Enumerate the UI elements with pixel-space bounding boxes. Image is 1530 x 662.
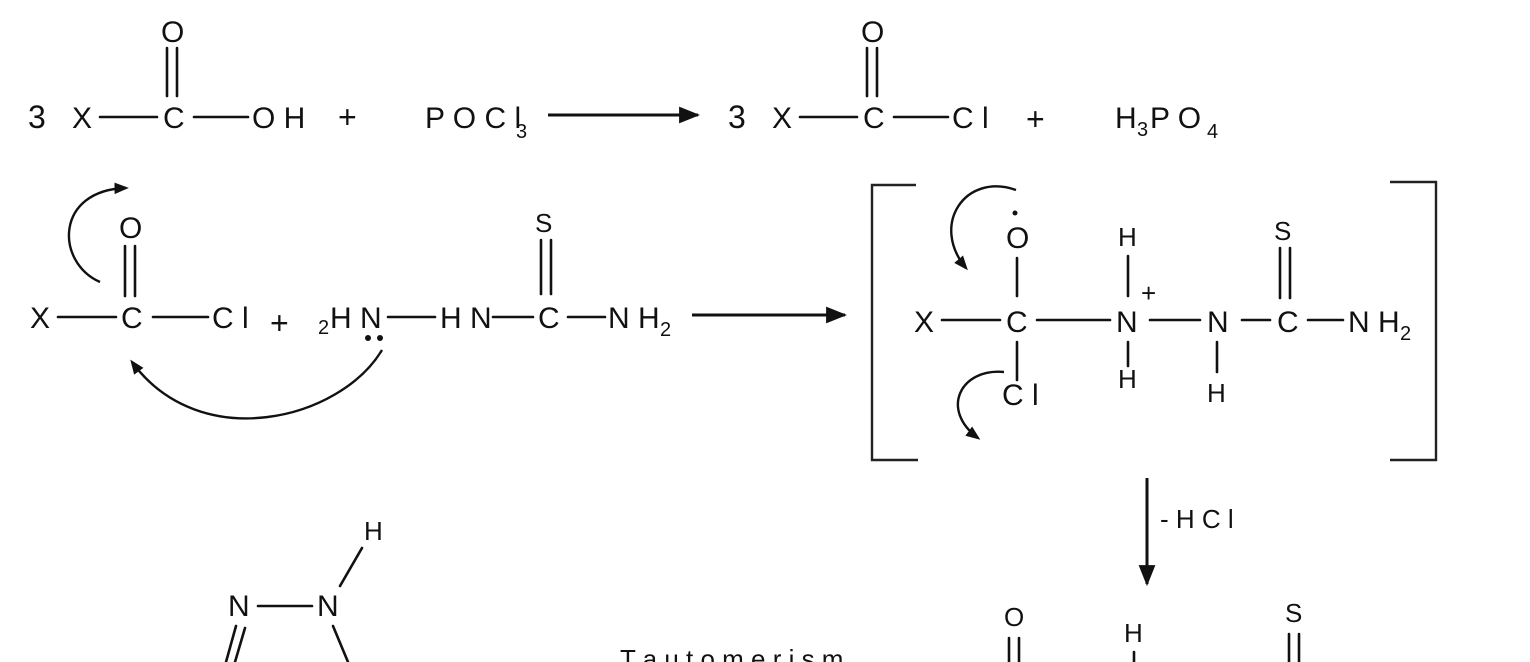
amine-group: N H	[608, 302, 660, 335]
curved-arrow-carbonyl	[67, 182, 129, 284]
byproduct-h-subscript: 3	[1137, 119, 1148, 141]
sulfur-atom: S	[1285, 598, 1302, 628]
reagent-formula: P O C l	[425, 102, 521, 135]
ring-bond-n-c	[331, 624, 350, 662]
hydrogen-atom: H	[1118, 222, 1137, 252]
charge-dot	[1012, 210, 1018, 216]
elimination-label: - H C l	[1160, 504, 1234, 534]
byproduct-rest: P O	[1150, 102, 1201, 135]
thio-carbon-atom: C	[1277, 306, 1299, 339]
chlorine-atom: C l	[212, 302, 249, 335]
coefficient-left: 3	[28, 99, 46, 135]
ring-nitrogen-1: N	[228, 590, 250, 623]
amine-group: N H	[1348, 306, 1400, 339]
sulfur-atom: S	[1274, 216, 1291, 246]
plus-sign: +	[1026, 101, 1045, 137]
reagent-subscript: 3	[516, 121, 527, 143]
ring-double-bond-right	[233, 626, 247, 662]
oxygen-atom: O	[119, 212, 142, 245]
h2-subscript: 2	[318, 317, 329, 339]
hydroxyl-group: O H	[252, 102, 305, 135]
bond-n-h	[338, 546, 364, 588]
hydrogen-atom: H	[1207, 378, 1226, 408]
sulfur-atom: S	[535, 208, 552, 238]
curved-arrow-oxyanion	[950, 185, 1017, 271]
carbon-atom: C	[163, 102, 185, 135]
nucleophilic-nitrogen: N	[360, 302, 382, 335]
ring-hydrogen: H	[364, 516, 383, 546]
amine-subscript: 2	[660, 319, 671, 341]
hydrogen-atom: H	[1124, 618, 1143, 648]
x-group: X	[72, 102, 92, 135]
curved-arrow-attack	[130, 349, 384, 420]
oxygen-atom: O	[161, 16, 184, 49]
reaction-2: X C O C l + 2 H N H N C S N H 2	[30, 182, 848, 420]
thio-carbon-atom: C	[538, 302, 560, 335]
hydrazide-nitrogen: N	[1207, 306, 1229, 339]
x-group: X	[772, 102, 792, 135]
coefficient-right: 3	[728, 99, 746, 135]
x-group: X	[30, 302, 50, 335]
chlorine-atom: C l	[1002, 379, 1039, 412]
x-group: X	[914, 306, 934, 339]
amine-subscript: 2	[1400, 323, 1411, 345]
oxygen-atom: O	[861, 16, 884, 49]
positive-charge: +	[1141, 278, 1156, 308]
hydrogen-atom: H	[330, 302, 352, 335]
oxyanion-atom: O	[1006, 222, 1029, 255]
byproduct-subscript: 4	[1207, 121, 1218, 143]
plus-sign: +	[270, 305, 289, 341]
hydrogen-atom: H	[1118, 364, 1137, 394]
carbon-atom: C	[121, 302, 143, 335]
tetrahedral-intermediate: O X C C l H N + H N H C S N H 2	[870, 180, 1438, 462]
elimination-step: - H C l	[1138, 478, 1234, 587]
lone-pair-dot	[377, 335, 383, 341]
bracket-right	[1390, 180, 1438, 462]
ring-nitrogen-2: N	[317, 590, 339, 623]
ammonium-nitrogen: N	[1116, 306, 1138, 339]
ring-double-bond-left	[224, 624, 238, 662]
carbon-atom: C	[863, 102, 885, 135]
curved-arrow-leaving-group	[956, 370, 1005, 440]
bracket-left	[870, 183, 918, 462]
lone-pair-dot	[365, 335, 371, 341]
oxygen-atom: O	[1004, 602, 1024, 632]
chlorine-atom: C l	[952, 102, 989, 135]
reaction-1: 3 X C O O H + P O C l 3 3 X C O C l + H …	[28, 16, 1218, 143]
carbon-atom: C	[1006, 306, 1028, 339]
bottom-row: H N N T a u t o m e r i s m O H S	[224, 516, 1302, 662]
hn-group: H N	[440, 302, 492, 335]
byproduct-h: H	[1115, 102, 1137, 135]
plus-sign: +	[338, 99, 357, 135]
tautomerism-label: T a u t o m e r i s m	[620, 644, 843, 662]
